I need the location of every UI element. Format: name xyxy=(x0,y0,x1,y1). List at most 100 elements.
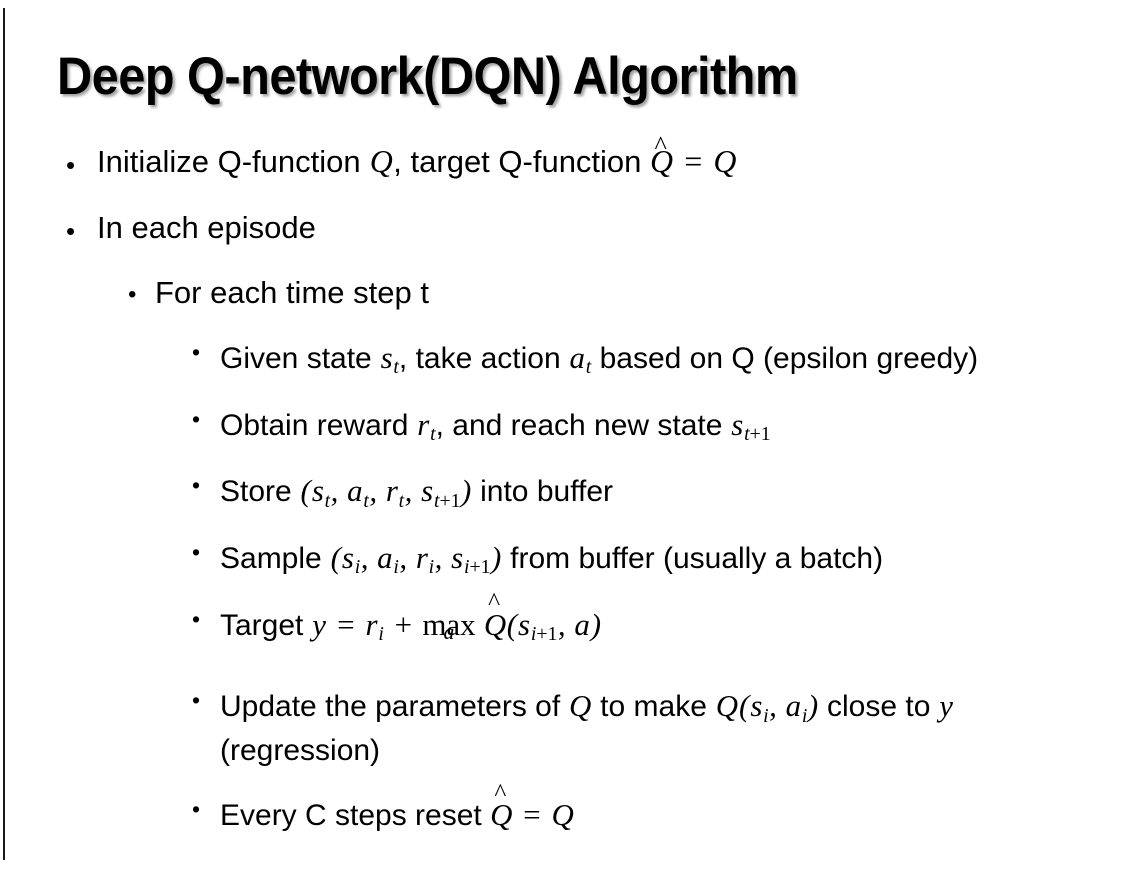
math-subscripted-symbol: si+1 xyxy=(451,539,490,579)
math-subscript: t xyxy=(324,489,331,512)
circumflex-accent-icon: ^ xyxy=(488,587,501,616)
math-subscripted-symbol: si+1 xyxy=(518,606,558,646)
math-subscripted-symbol: rt xyxy=(385,473,404,512)
bullet-item-store-into-buffer: •Store (st, at, rt, st+1) into buffer xyxy=(0,469,1124,521)
math-subscript: t xyxy=(363,489,369,512)
math-subscript: i xyxy=(354,556,361,579)
math-symbol: = xyxy=(335,606,357,642)
math-symbol: r xyxy=(365,606,378,642)
math-subscripted-symbol: ri xyxy=(415,539,434,579)
text-run xyxy=(512,799,520,832)
math-symbol: = xyxy=(521,797,543,833)
math-subscripted-symbol: at xyxy=(347,473,369,512)
math-symbol: r xyxy=(417,406,430,442)
text-run: based on Q (epsilon greedy) xyxy=(591,341,979,375)
math-subscripted-symbol: ri xyxy=(365,606,384,646)
math-symbol: a xyxy=(347,473,363,509)
math-hat-symbol: Q^ xyxy=(490,778,513,833)
math-symbol: ( xyxy=(300,473,311,509)
bullet-item-obtain-reward: • Obtain reward rt, and reach new state s… xyxy=(0,403,1124,455)
math-subscript: t xyxy=(393,356,399,379)
text-run: close to xyxy=(818,690,939,724)
bullet-item-in-each-episode: •In each episode xyxy=(0,212,1124,249)
math-symbol: Q xyxy=(715,688,739,724)
math-symbol: , xyxy=(769,688,785,724)
bullet-marker-icon: • xyxy=(192,405,201,432)
math-symbol: ( xyxy=(330,539,341,575)
bullet-text: For each time step t xyxy=(155,277,1094,308)
bullet-marker-icon: • xyxy=(192,538,201,565)
math-symbol: y xyxy=(312,606,326,642)
bullet-item-initialize-q-function: • Initialize Q-function Q, target Q-funct… xyxy=(0,130,1124,184)
text-run xyxy=(384,609,392,642)
math-subscript: i+1 xyxy=(530,623,558,646)
bullet-marker-icon: • xyxy=(128,280,137,308)
bullet-text: Given state st, take action at based on … xyxy=(220,336,1098,382)
math-subscripted-symbol: ai xyxy=(377,540,399,579)
math-symbol: r xyxy=(385,473,398,509)
math-symbol: + xyxy=(392,606,414,642)
math-subscript: t xyxy=(398,489,405,512)
text-run: Update the parameters of xyxy=(220,690,569,724)
text-run: In each episode xyxy=(97,209,316,245)
math-subscripted-symbol: si xyxy=(750,688,768,727)
math-subscripted-symbol: rt xyxy=(417,406,435,446)
math-symbol: a xyxy=(569,339,585,375)
text-run: Given state xyxy=(220,341,381,375)
math-subscripted-symbol: at xyxy=(569,339,592,379)
bullet-text: Initialize Q-function Q, target Q-functi… xyxy=(97,130,1094,179)
math-symbol: s xyxy=(421,473,434,509)
math-hat-symbol: Q^ xyxy=(483,587,507,642)
math-symbol: ) xyxy=(590,606,602,642)
math-symbol: , xyxy=(434,539,451,575)
math-symbol: Q xyxy=(369,144,393,179)
bullet-text: Every C steps reset Q^ = Q xyxy=(220,778,1098,838)
bullet-marker-icon: • xyxy=(192,687,201,714)
bullet-item-for-each-time-step: • For each time step t xyxy=(0,277,1124,314)
math-symbol: a xyxy=(785,688,802,724)
math-symbol: s xyxy=(451,539,464,575)
math-subscript: i xyxy=(378,623,384,646)
left-edge-rule xyxy=(3,8,5,860)
bullet-marker-icon: • xyxy=(192,605,201,632)
text-run: , and reach new state xyxy=(435,408,731,442)
math-symbol: r xyxy=(415,539,428,575)
text-run: Initialize Q-function xyxy=(97,144,370,179)
math-symbol: , xyxy=(557,606,574,642)
text-run: (regression) xyxy=(220,733,381,767)
math-symbol: = xyxy=(682,144,704,179)
math-symbol: , xyxy=(369,473,385,509)
math-symbol: ( xyxy=(506,606,517,642)
math-symbol: y xyxy=(939,688,953,724)
math-subscripted-symbol: ai xyxy=(785,688,808,727)
text-run xyxy=(476,609,484,642)
text-run: Target xyxy=(220,608,312,642)
text-run: from buffer (usually a batch) xyxy=(501,541,884,575)
bullet-marker-icon: • xyxy=(192,472,201,499)
math-symbol: s xyxy=(750,688,763,724)
math-subscripted-symbol: st+1 xyxy=(731,406,770,446)
math-subscript: t xyxy=(585,356,592,379)
text-run: Store xyxy=(220,475,301,509)
text-run xyxy=(414,609,422,642)
math-symbol: s xyxy=(380,339,393,375)
math-symbol: , xyxy=(360,539,377,575)
math-symbol: , xyxy=(404,473,421,509)
bullet-marker-icon: • xyxy=(66,150,76,180)
bullet-text: Sample (si, ai, ri, si+1) from buffer (u… xyxy=(220,536,1098,582)
text-run: Sample xyxy=(220,541,331,575)
math-symbol: Q xyxy=(569,688,592,724)
text-run xyxy=(673,144,682,179)
text-run: Obtain reward xyxy=(220,408,417,442)
bullet-item-every-c-steps-reset: •Every C steps reset Q^ = Q xyxy=(0,778,1124,844)
math-symbol: a xyxy=(574,606,590,642)
page-title: Deep Q-network(DQN) Algorithm xyxy=(57,47,798,106)
text-run xyxy=(543,799,551,832)
math-symbol: s xyxy=(731,406,744,442)
math-symbol: s xyxy=(518,606,531,642)
math-hat-symbol: Q^ xyxy=(650,130,674,179)
